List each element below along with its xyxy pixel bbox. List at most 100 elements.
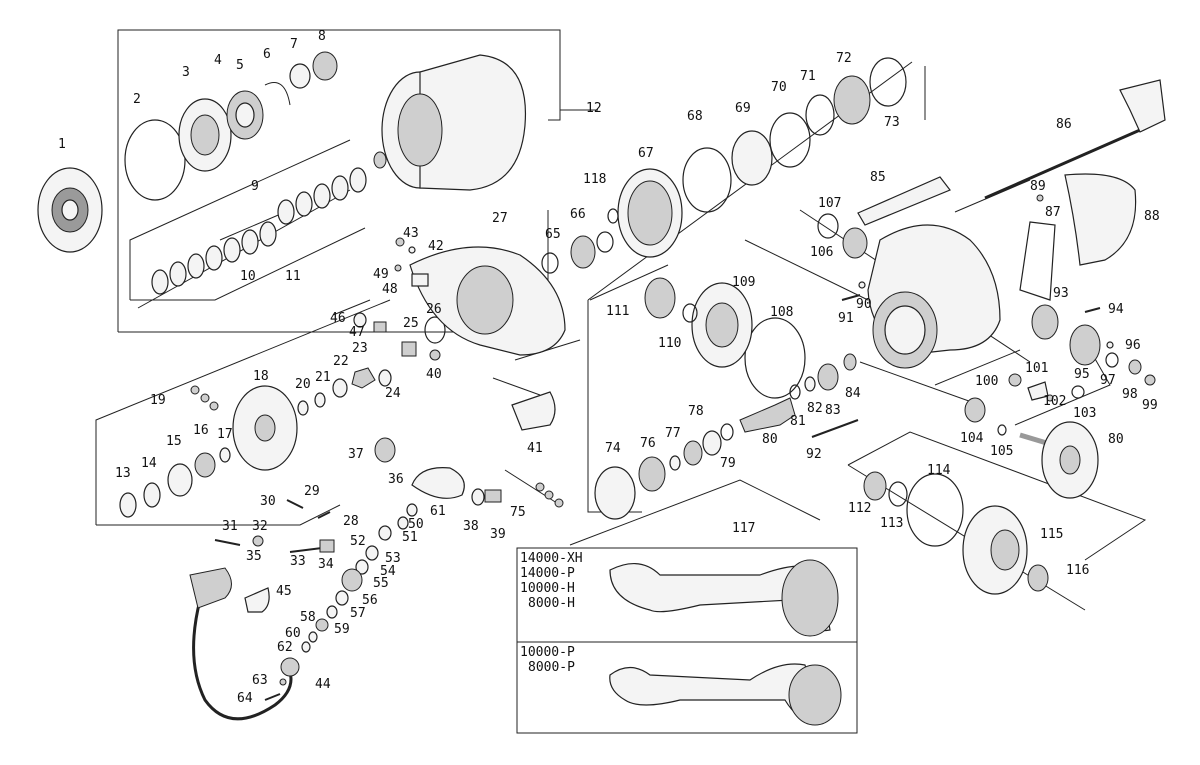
part-callout-p28: 28 [343, 514, 359, 529]
part-callout-p62: 62 [277, 640, 293, 655]
part-callout-p117: 117 [732, 521, 755, 536]
part-callout-p23: 23 [352, 341, 368, 356]
handle-model-list: 14000-XH 14000-P 10000-H 8000-H 10000-P … [520, 551, 583, 675]
part-callout-p31: 31 [222, 519, 238, 534]
part-callout-p2: 2 [133, 92, 141, 107]
part-callout-p98: 98 [1122, 387, 1138, 402]
part-callout-p86: 86 [1056, 117, 1072, 132]
part-callout-p48: 48 [382, 282, 398, 297]
part-callout-p15: 15 [166, 434, 182, 449]
part-callout-p75: 75 [510, 505, 526, 520]
part-shapes [37, 51, 1166, 726]
part-callout-p63: 63 [252, 673, 268, 688]
part-callout-p20: 20 [295, 377, 311, 392]
part-callout-p94: 94 [1108, 302, 1124, 317]
part-callout-p113: 113 [880, 516, 903, 531]
part-callout-p33: 33 [290, 554, 306, 569]
part-callout-p41: 41 [527, 441, 543, 456]
part-callout-p106: 106 [810, 245, 833, 260]
part-callout-p38: 38 [463, 519, 479, 534]
part-callout-p91: 91 [838, 311, 854, 326]
part-callout-p110: 110 [658, 336, 681, 351]
part-callout-p74: 74 [605, 441, 621, 456]
part-callout-p76: 76 [640, 436, 656, 451]
part-callout-p79: 79 [720, 456, 736, 471]
part-callout-p57: 57 [350, 606, 366, 621]
part-callout-p80a: 80 [762, 432, 778, 447]
part-callout-p6: 6 [263, 47, 271, 62]
part-callout-p87: 87 [1045, 205, 1061, 220]
part-callout-p109: 109 [732, 275, 755, 290]
part-callout-p66: 66 [570, 207, 586, 222]
part-callout-p107: 107 [818, 196, 841, 211]
part-callout-p36: 36 [388, 472, 404, 487]
part-callout-p9: 9 [251, 179, 259, 194]
part-callout-p82: 82 [807, 401, 823, 416]
part-callout-p5: 5 [236, 58, 244, 73]
part-callout-p112: 112 [848, 501, 871, 516]
model-label: 8000-H [528, 596, 575, 611]
model-label: 14000-XH [520, 551, 583, 566]
part-callout-p114: 114 [927, 463, 951, 478]
part-callout-p34: 34 [318, 557, 334, 572]
part-callout-p88: 88 [1144, 209, 1160, 224]
part-callout-p39: 39 [490, 527, 506, 542]
part-callout-p99: 99 [1142, 398, 1158, 413]
part-callout-p92: 92 [806, 447, 822, 462]
part-callout-p4: 4 [214, 53, 222, 68]
part-callout-p116: 116 [1066, 563, 1089, 578]
part-callout-p45: 45 [276, 584, 292, 599]
part-callout-p77: 77 [665, 426, 681, 441]
part-callout-p104: 104 [960, 431, 984, 446]
part-callout-p29: 29 [304, 484, 320, 499]
part-callout-p42: 42 [428, 239, 444, 254]
model-label: 8000-P [528, 660, 575, 675]
part-callout-p50: 50 [408, 517, 424, 532]
part-callout-p100: 100 [975, 374, 998, 389]
part-callout-p43: 43 [403, 226, 419, 241]
part-callout-p54: 54 [380, 564, 396, 579]
model-label: 10000-H [520, 581, 575, 596]
part-callout-p65: 65 [545, 227, 561, 242]
part-callout-p13: 13 [115, 466, 131, 481]
part-callout-p25: 25 [403, 316, 419, 331]
part-callout-p47: 47 [349, 325, 365, 340]
part-callout-p53: 53 [385, 551, 401, 566]
part-callout-p73: 73 [884, 115, 900, 130]
part-callout-p56: 56 [362, 593, 378, 608]
part-callout-p46: 46 [330, 311, 346, 326]
part-callout-p37: 37 [348, 447, 364, 462]
part-callout-p30: 30 [260, 494, 276, 509]
part-callout-p72: 72 [836, 51, 852, 66]
part-callout-p102: 102 [1043, 394, 1066, 409]
part-callout-p1: 1 [58, 137, 66, 152]
part-callout-p19: 19 [150, 393, 166, 408]
part-callout-p80b: 80 [1108, 432, 1124, 447]
part-callout-p108: 108 [770, 305, 793, 320]
part-callout-p12: 12 [586, 101, 602, 116]
part-callout-p84: 84 [845, 386, 861, 401]
part-callout-p17: 17 [217, 427, 233, 442]
part-callout-p105: 105 [990, 444, 1013, 459]
part-callout-p69: 69 [735, 101, 751, 116]
part-callout-p81: 81 [790, 414, 806, 429]
part-callout-p90: 90 [856, 297, 872, 312]
part-callout-p40: 40 [426, 367, 442, 382]
part-callout-p67: 67 [638, 146, 654, 161]
part-callout-p85: 85 [870, 170, 886, 185]
part-callout-p14: 14 [141, 456, 157, 471]
part-callout-p118: 118 [583, 172, 606, 187]
part-callout-p3: 3 [182, 65, 190, 80]
part-callout-p21: 21 [315, 370, 331, 385]
drag-washers-shape [151, 151, 387, 295]
part-callout-p78: 78 [688, 404, 704, 419]
part-callout-p61: 61 [430, 504, 446, 519]
model-label: 14000-P [520, 566, 575, 581]
part-callout-p97: 97 [1100, 373, 1116, 388]
part-callout-p58: 58 [300, 610, 316, 625]
part-callout-p35: 35 [246, 549, 262, 564]
part-callout-p96: 96 [1125, 338, 1141, 353]
part-callout-p32: 32 [252, 519, 268, 534]
part-callout-p27: 27 [492, 211, 508, 226]
